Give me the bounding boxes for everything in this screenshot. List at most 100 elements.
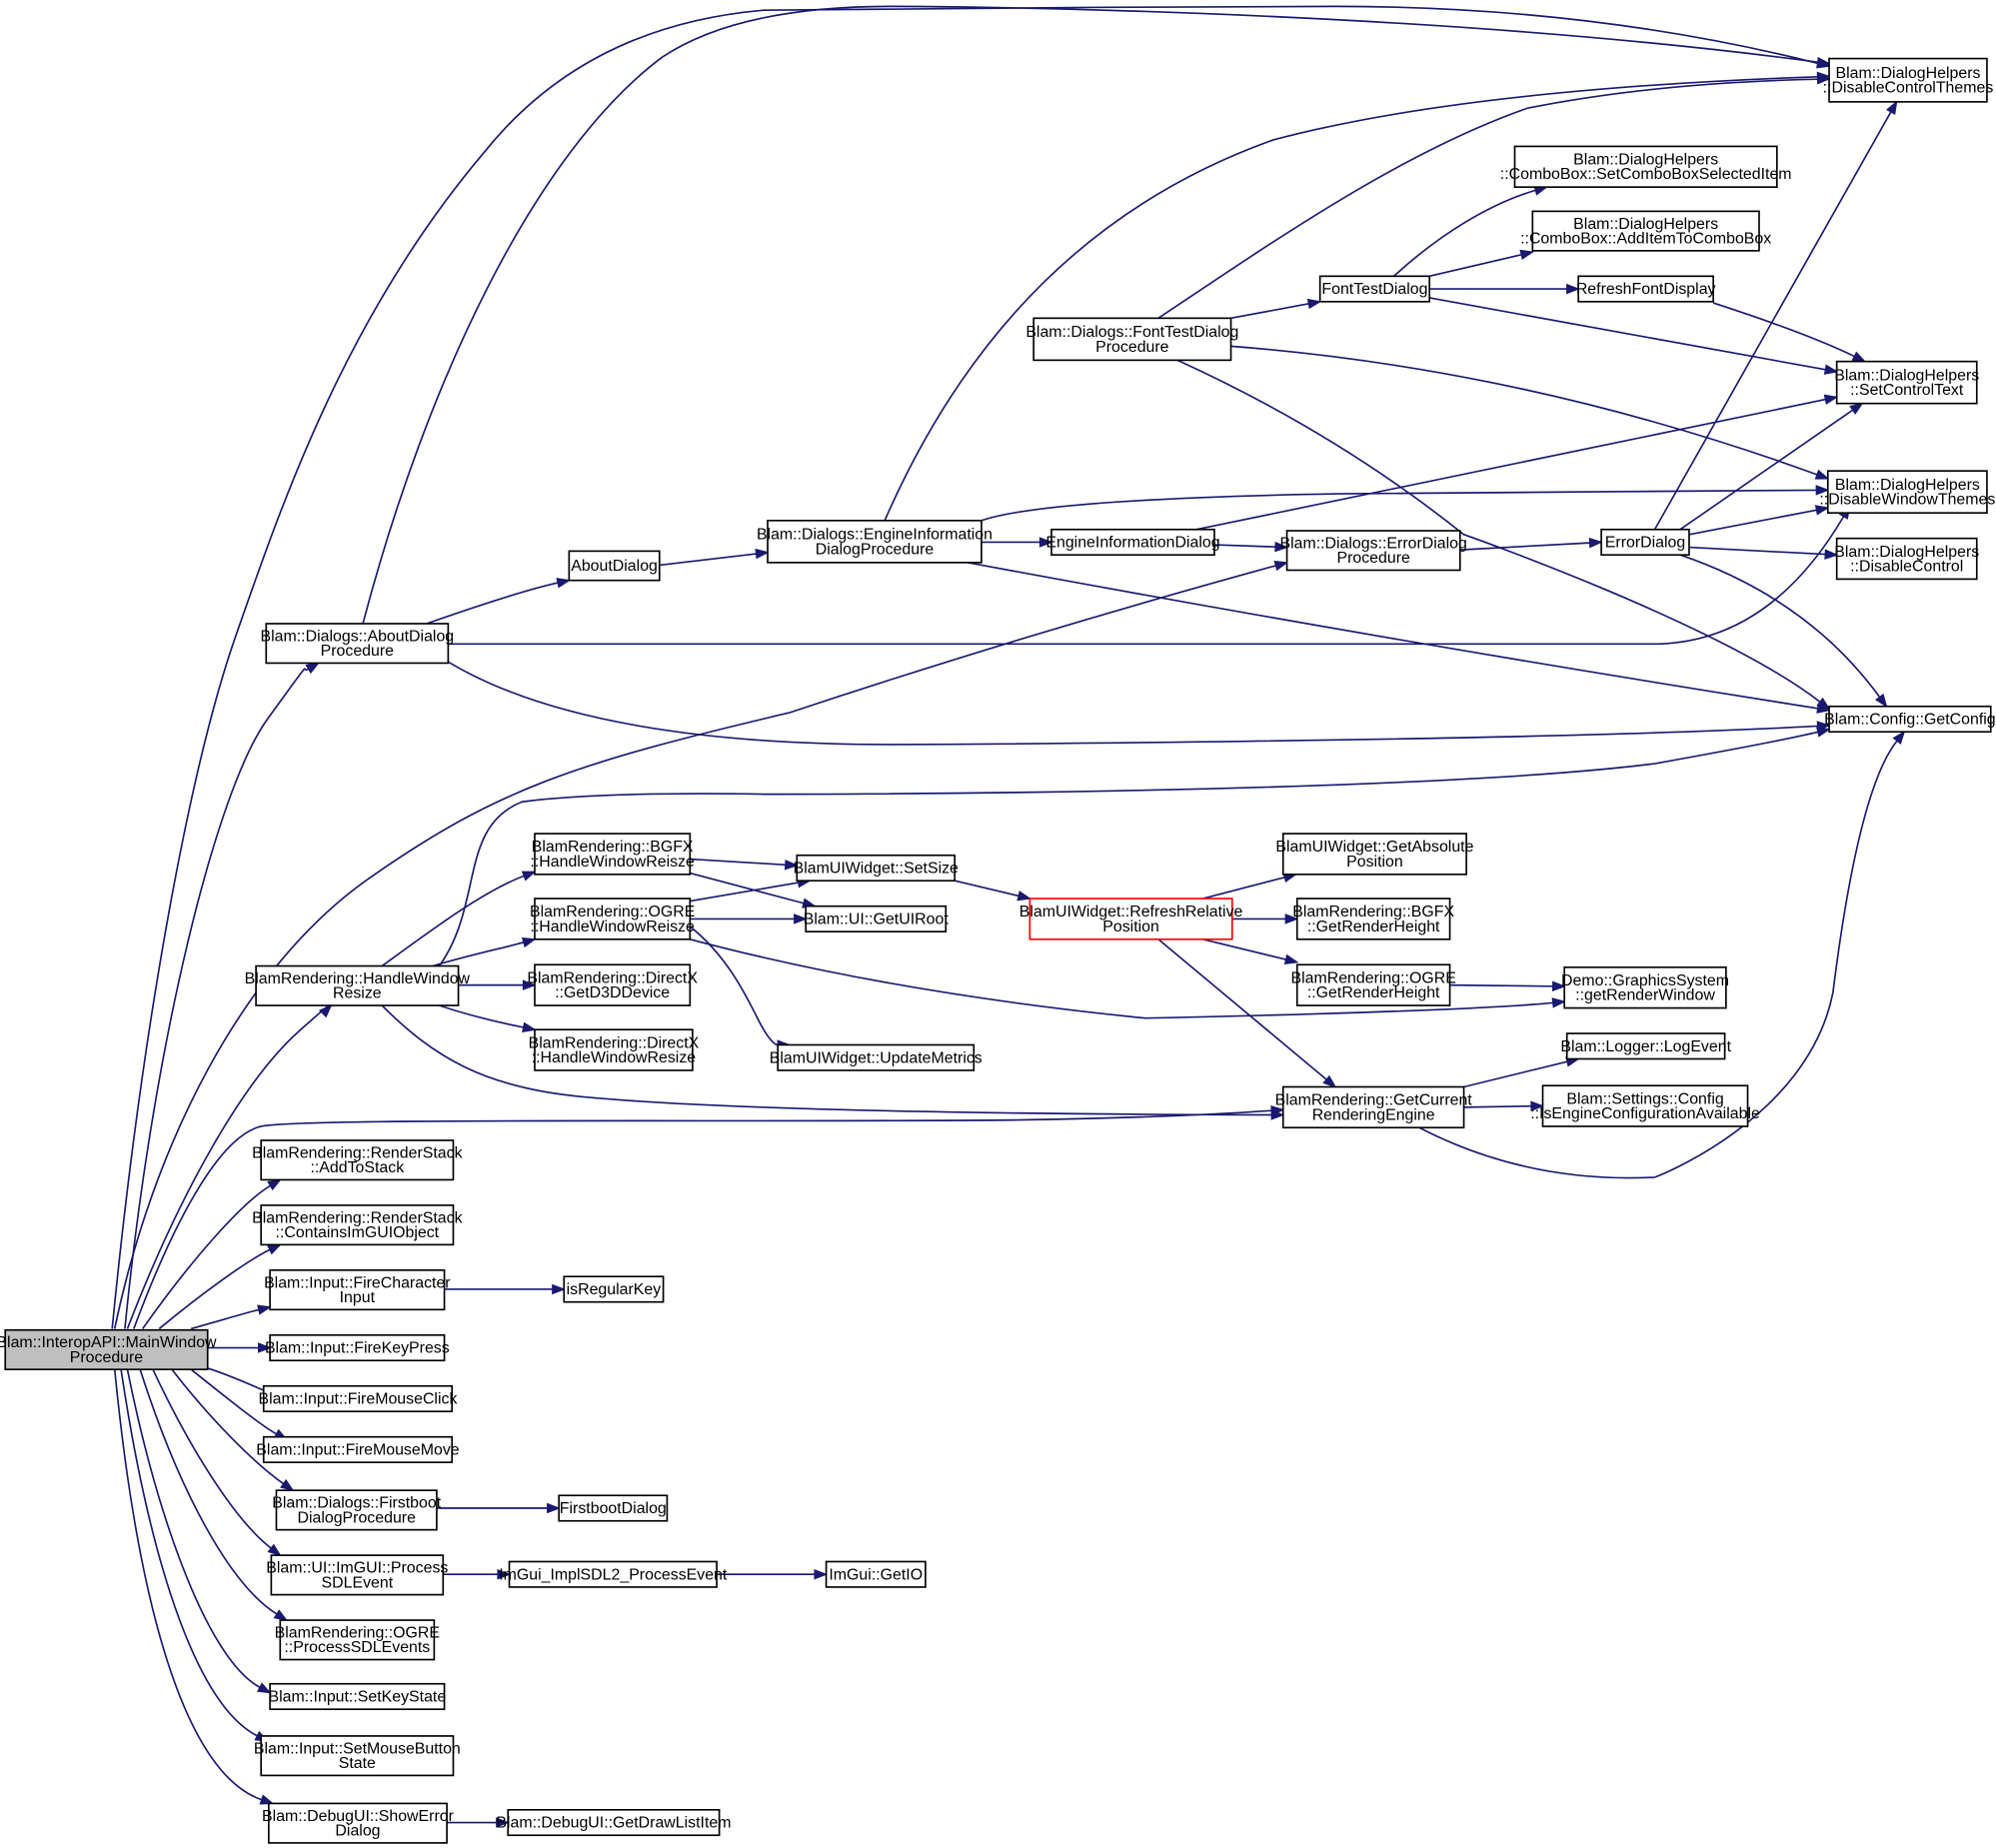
edge-refreshfont-to-setctrltext [1712, 302, 1855, 358]
node-demogrw[interactable]: Demo::GraphicsSystem::getRenderWindow [1561, 965, 1729, 1009]
node-isengcfg[interactable]: Blam::Settings::Config::IsEngineConfigur… [1530, 1084, 1760, 1127]
edge-aboutproc-to-getconfig [447, 661, 1818, 746]
node-box [534, 963, 692, 1006]
node-ogresdl[interactable]: BlamRendering::OGRE::ProcessSDLEvents [275, 1619, 440, 1661]
node-label-line: BlamRendering::HandleWindow [245, 970, 471, 987]
node-label-line: ::ProcessSDLEvents [284, 1639, 430, 1656]
node-label-line: ImGui_ImplSDL2_ProcessEvent [499, 1566, 728, 1583]
node-label-line: ::GetD3DDevice [555, 984, 670, 1001]
edge-fontproc-to-getconfig [1176, 359, 1821, 703]
node-diswinthemes[interactable]: Blam::DialogHelpers::DisableWindowThemes [1819, 470, 1995, 515]
edge-showerr-to-getdrawlist-arrowhead [496, 1817, 511, 1828]
node-getdrawlist[interactable]: Blam::DebugUI::GetDrawListItem [496, 1808, 731, 1837]
node-refreshfont[interactable]: RefreshFontDisplay [1576, 275, 1716, 303]
node-label-line: Blam::Dialogs::Firstboot [272, 1495, 441, 1512]
node-isregkey[interactable]: isRegularKey [563, 1275, 665, 1303]
node-box [1281, 1085, 1465, 1129]
node-dxhwr[interactable]: BlamRendering::DirectX::HandleWindowResi… [529, 1028, 700, 1071]
edge-ogrehwr-to-getuiroot-arrowhead [794, 914, 809, 924]
edge-fontdlg-to-setctrltext-arrowhead [1823, 364, 1839, 375]
edge-main-to-setkey-arrowhead [256, 1682, 272, 1694]
node-firemove[interactable]: Blam::Input::FireMouseMove [256, 1435, 460, 1463]
edges-layer [111, 5, 1906, 1828]
node-setctrltext[interactable]: Blam::DialogHelpers::SetControlText [1834, 360, 1979, 405]
edge-main-to-ogresdl [139, 1368, 278, 1615]
edge-aboutproc-to-disctrlthemes-arrowhead [1816, 56, 1831, 68]
edge-firechar-to-isregkey-arrowhead [552, 1283, 567, 1295]
node-box [1531, 210, 1760, 252]
node-label-line: Blam::Config::GetConfig [1824, 712, 1996, 729]
node-label-line: Blam::DialogHelpers [1834, 367, 1979, 384]
node-bgfxhwr[interactable]: BlamRendering::BGFX::HandleWindowReisze [530, 833, 695, 876]
edge-main-to-showerr [113, 1369, 263, 1801]
node-box [269, 1333, 446, 1362]
edge-fontproc-to-fontdlg [1230, 303, 1309, 320]
node-aboutdlg[interactable]: AboutDialog [568, 550, 661, 582]
node-fireclick[interactable]: Blam::Input::FireMouseClick [259, 1384, 458, 1413]
edge-hwr-to-bgfxhwr [381, 875, 525, 967]
node-engproc[interactable]: Blam::Dialogs::EngineInformationDialogPr… [757, 519, 993, 564]
node-getuiroot[interactable]: Blam::UI::GetUIRoot [804, 905, 950, 932]
edge-hwr-to-getcurre-arrowhead [1270, 1109, 1285, 1120]
node-sdl2proc[interactable]: ImGui_ImplSDL2_ProcessEvent [499, 1560, 728, 1588]
node-disctrl[interactable]: Blam::DialogHelpers::DisableControl [1834, 537, 1979, 581]
node-additem[interactable]: Blam::DialogHelpers::ComboBox::AddItemTo… [1520, 210, 1771, 252]
edge-refreshfont-to-setctrltext-arrowhead [1851, 351, 1867, 363]
node-imguiproc[interactable]: Blam::UI::ImGUI::ProcessSDLEvent [266, 1554, 448, 1596]
node-label-line: ErrorDialog [1605, 535, 1685, 552]
node-addtostack[interactable]: BlamRendering::RenderStack::AddToStack [252, 1139, 463, 1181]
node-label-line: Blam::UI::GetUIRoot [804, 912, 950, 928]
node-ogrehwr[interactable]: BlamRendering::OGRE::HandleWindowReisze [530, 898, 695, 940]
edge-main-to-errproc [113, 565, 1276, 1329]
node-updmetrics[interactable]: BlamUIWidget::UpdateMetrics [770, 1043, 983, 1071]
edge-refreshrel-to-ogregrh-arrowhead [1283, 953, 1299, 964]
edge-refreshrel-to-getcurre-arrowhead [1322, 1074, 1337, 1088]
edge-main-to-errproc-arrowhead [1273, 560, 1289, 572]
node-fontdlg[interactable]: FontTestDialog [1318, 275, 1431, 303]
node-label-line: Blam::Logger::LogEvent [1560, 1038, 1731, 1055]
node-setkey[interactable]: Blam::Input::SetKeyState [268, 1682, 446, 1711]
node-getconfig[interactable]: Blam::Config::GetConfig [1824, 705, 1996, 734]
node-errdlg[interactable]: ErrorDialog [1600, 528, 1690, 557]
edge-ogrehwr-to-demogrw-arrowhead [1551, 997, 1566, 1008]
edge-main-to-aboutproc [124, 668, 310, 1329]
edge-main-to-firekey-arrowhead [258, 1342, 272, 1353]
edge-main-to-fbproc [171, 1368, 285, 1485]
node-label-line: EngineInformationDialog [1045, 535, 1219, 552]
node-box [558, 1494, 669, 1522]
node-setcombo[interactable]: Blam::DialogHelpers::ComboBox::SetComboB… [1500, 145, 1792, 189]
node-setsize[interactable]: BlamUIWidget::SetSize [794, 854, 959, 883]
node-box [260, 1204, 455, 1246]
node-fbdlg[interactable]: FirstbootDialog [558, 1494, 669, 1522]
node-label-line: BlamRendering::OGRE [275, 1625, 440, 1642]
node-firekey[interactable]: Blam::Input::FireKeyPress [265, 1333, 450, 1362]
node-label-line: BlamRendering::RenderStack [252, 1209, 462, 1226]
node-disctrlthemes[interactable]: Blam::DialogHelpers::DisableControlTheme… [1823, 57, 1994, 103]
node-box [1295, 963, 1451, 1006]
node-containsimgui[interactable]: BlamRendering::RenderStack::ContainsImGU… [252, 1204, 463, 1246]
node-label-line: Blam::DialogHelpers [1573, 216, 1718, 233]
edge-main-to-containsimgui-arrowhead [267, 1243, 282, 1255]
node-getio[interactable]: ImGui::GetIO [825, 1560, 927, 1588]
edge-main-to-ogresdl-arrowhead [273, 1609, 289, 1622]
edge-ogrehwr-to-setsize [690, 882, 799, 903]
node-bgfxgrh[interactable]: BlamRendering::BGFX::GetRenderHeight [1292, 898, 1454, 940]
node-hwr[interactable]: BlamRendering::HandleWindowResize [245, 964, 471, 1006]
node-box [255, 964, 460, 1006]
node-ogregrh[interactable]: BlamRendering::OGRE::GetRenderHeight [1290, 963, 1456, 1006]
node-logevent[interactable]: Blam::Logger::LogEvent [1560, 1032, 1732, 1060]
node-engdlg[interactable]: EngineInformationDialog [1045, 528, 1220, 557]
edge-engdlg-to-errproc [1213, 544, 1276, 549]
node-dxd3d[interactable]: BlamRendering::DirectX::GetD3DDevice [527, 963, 698, 1006]
